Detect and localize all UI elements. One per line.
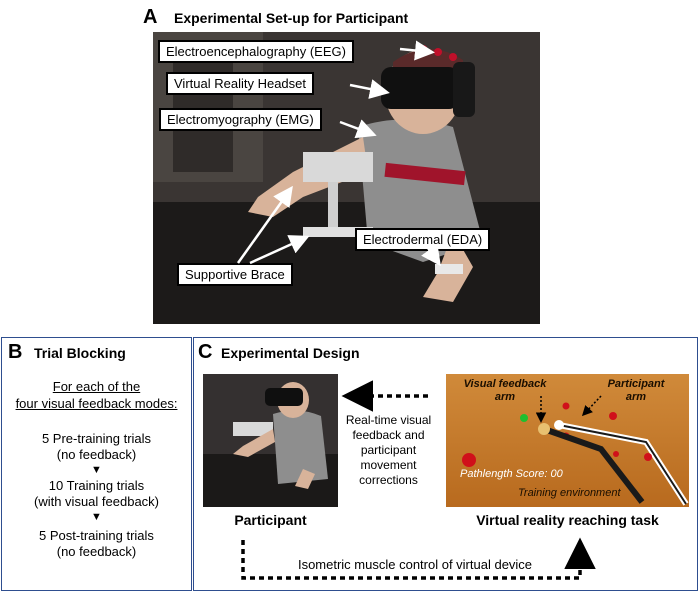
step-pre-training: 5 Pre-training trials (no feedback): [2, 431, 191, 463]
vr-headset-label: Virtual Reality Headset: [166, 72, 314, 95]
step-training: 10 Training trials (with visual feedback…: [2, 478, 191, 510]
brace-pointer-2: [249, 235, 310, 265]
panel-a-pointers: [236, 40, 441, 267]
vr-score: Pathlength Score: 00: [460, 468, 563, 480]
eda-pointer: [421, 243, 441, 267]
vr-environment-label: Training environment: [518, 487, 621, 499]
isometric-label: Isometric muscle control of virtual devi…: [297, 557, 533, 572]
visual-feedback-arm: [543, 426, 645, 504]
target-red-large: [462, 453, 476, 467]
vr-scene: Visual feedback arm Participant arm Path…: [446, 374, 689, 507]
brace-label: Supportive Brace: [177, 263, 293, 286]
feedback-line3: participant: [360, 443, 417, 457]
participant-photo: [203, 374, 338, 507]
target-red: [562, 402, 570, 410]
panel-c-title: Experimental Design: [221, 345, 360, 361]
step-post-training-line1: 5 Post-training trials: [39, 528, 154, 543]
step-arrow-down-icon: ▼: [91, 464, 102, 476]
trial-intro-line1: For each of the: [52, 379, 141, 394]
step-training-line1: 10 Training trials: [48, 478, 145, 493]
visual-feedback-cursor: [538, 423, 550, 435]
vr-task-label: Virtual reality reaching task: [476, 512, 659, 528]
target-red: [609, 412, 617, 420]
target-green: [520, 414, 528, 422]
feedback-line1: Real-time visual: [345, 413, 432, 427]
isometric-control-arrow: [241, 537, 596, 580]
trial-intro-line2: four visual feedback modes:: [15, 396, 178, 411]
eeg-pointer: [399, 40, 435, 61]
participant-cursor: [554, 420, 564, 430]
step-pre-training-line2: (no feedback): [56, 447, 137, 462]
vr-scene-graphics: [446, 374, 689, 507]
vr-visual-feedback-label: Visual feedback arm: [460, 378, 550, 404]
emg-label: Electromyography (EMG): [159, 108, 322, 131]
trial-intro: For each of the four visual feedback mod…: [2, 378, 191, 412]
panel-a-title: Experimental Set-up for Participant: [174, 10, 409, 26]
vr-participant-arm-line2: arm: [625, 391, 647, 403]
vr-pointer: [349, 79, 390, 99]
eeg-label: Electroencephalography (EEG): [158, 40, 354, 63]
vr-visual-feedback-line2: arm: [494, 391, 516, 403]
step-training-line2: (with visual feedback): [34, 494, 159, 509]
emg-pointer: [339, 119, 377, 139]
brace-pointer-1: [236, 185, 293, 264]
vr-visual-feedback-line1: Visual feedback: [463, 378, 547, 390]
vr-participant-arm-line1: Participant: [607, 378, 665, 390]
step-post-training: 5 Post-training trials (no feedback): [2, 528, 191, 560]
target-red: [613, 451, 619, 457]
panel-a-letter: A: [143, 6, 158, 28]
panel-c-frame: [193, 337, 698, 591]
vr-participant-arm-label: Participant arm: [596, 378, 676, 404]
feedback-line4: movement: [360, 458, 417, 472]
feedback-text: Real-time visual feedback and participan…: [340, 413, 437, 488]
panel-b-title: Trial Blocking: [34, 345, 126, 361]
participant-photo-illustration: [203, 374, 338, 507]
panel-b-letter: B: [8, 341, 23, 363]
participant-label: Participant: [234, 512, 307, 528]
step-arrow-down-icon: ▼: [91, 511, 102, 523]
panel-c-letter: C: [198, 341, 213, 363]
feedback-line5: corrections: [359, 473, 418, 487]
step-post-training-line2: (no feedback): [56, 544, 137, 559]
feedback-line2: feedback and: [352, 428, 425, 442]
step-pre-training-line1: 5 Pre-training trials: [41, 431, 152, 446]
panel-b-frame: [1, 337, 192, 591]
